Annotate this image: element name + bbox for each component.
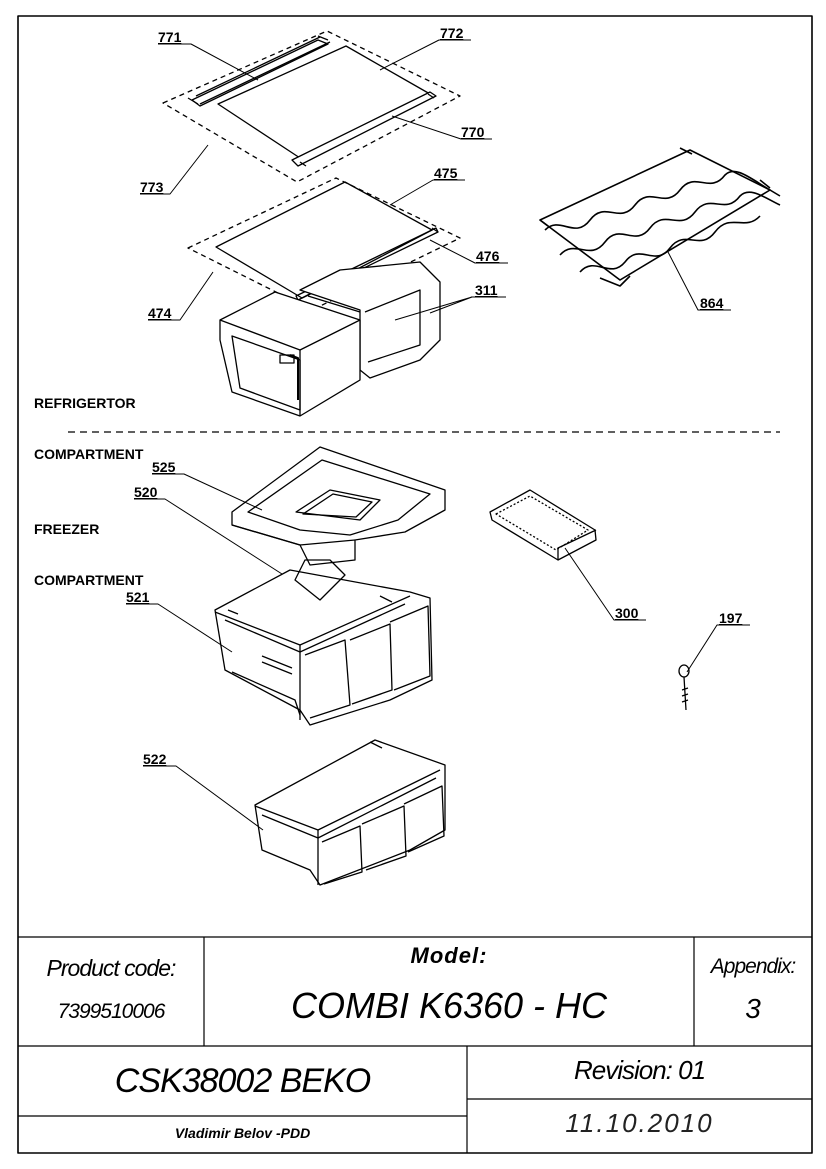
part-label-771: 771 — [158, 29, 182, 45]
product-code-label: Product code: — [46, 955, 177, 981]
part-label-525: 525 — [152, 459, 176, 475]
freezer-drawer-lower — [254, 739, 446, 886]
drawing-frame — [17, 15, 813, 1154]
freezer-drawer-upper — [214, 559, 433, 726]
date: 11.10.2010 — [565, 1108, 714, 1138]
freezer-flap — [231, 446, 446, 566]
freezer-section-label: FREEZER COMPARTMENT — [34, 487, 143, 606]
crisper-drawers — [219, 261, 441, 417]
part-label-300: 300 — [615, 605, 639, 621]
part-label-474: 474 — [148, 305, 172, 321]
refrigerator-label-line1: REFRIGERTOR — [34, 395, 136, 411]
part-label-475: 475 — [434, 165, 458, 181]
part-label-772: 772 — [440, 25, 464, 41]
title-block — [18, 936, 812, 1153]
part-label-476: 476 — [476, 248, 500, 264]
freezer-label-line1: FREEZER — [34, 521, 100, 537]
part-label-773: 773 — [140, 179, 164, 195]
part-label-520: 520 — [134, 484, 158, 500]
appendix-label: Appendix: — [710, 955, 796, 978]
author: Vladimir Belov -PDD — [174, 1125, 311, 1141]
freezer-label-line2: COMPARTMENT — [34, 572, 144, 588]
document-name: CSK38002 BEKO — [114, 1062, 371, 1100]
key — [678, 664, 690, 711]
glass-shelf-upper — [162, 30, 461, 183]
refrigerator-section-label: REFRIGERTOR COMPARTMENT — [34, 361, 143, 480]
model-value: COMBI K6360 - HC — [290, 985, 608, 1026]
part-label-197: 197 — [719, 610, 743, 626]
part-label-864: 864 — [700, 295, 724, 311]
wine-rack — [539, 147, 781, 287]
revision: Revision: 01 — [573, 1055, 706, 1085]
model-label: Model: — [410, 943, 488, 968]
product-code-value: 7399510006 — [57, 1000, 166, 1023]
ice-tray — [489, 489, 597, 561]
part-label-521: 521 — [126, 589, 150, 605]
appendix-value: 3 — [745, 993, 761, 1024]
refrigerator-label-line2: COMPARTMENT — [34, 446, 144, 462]
leader-lines — [126, 39, 750, 831]
part-label-770: 770 — [461, 124, 485, 140]
part-label-311: 311 — [475, 282, 498, 298]
part-label-522: 522 — [143, 751, 167, 767]
glass-shelf-lower — [187, 177, 461, 311]
